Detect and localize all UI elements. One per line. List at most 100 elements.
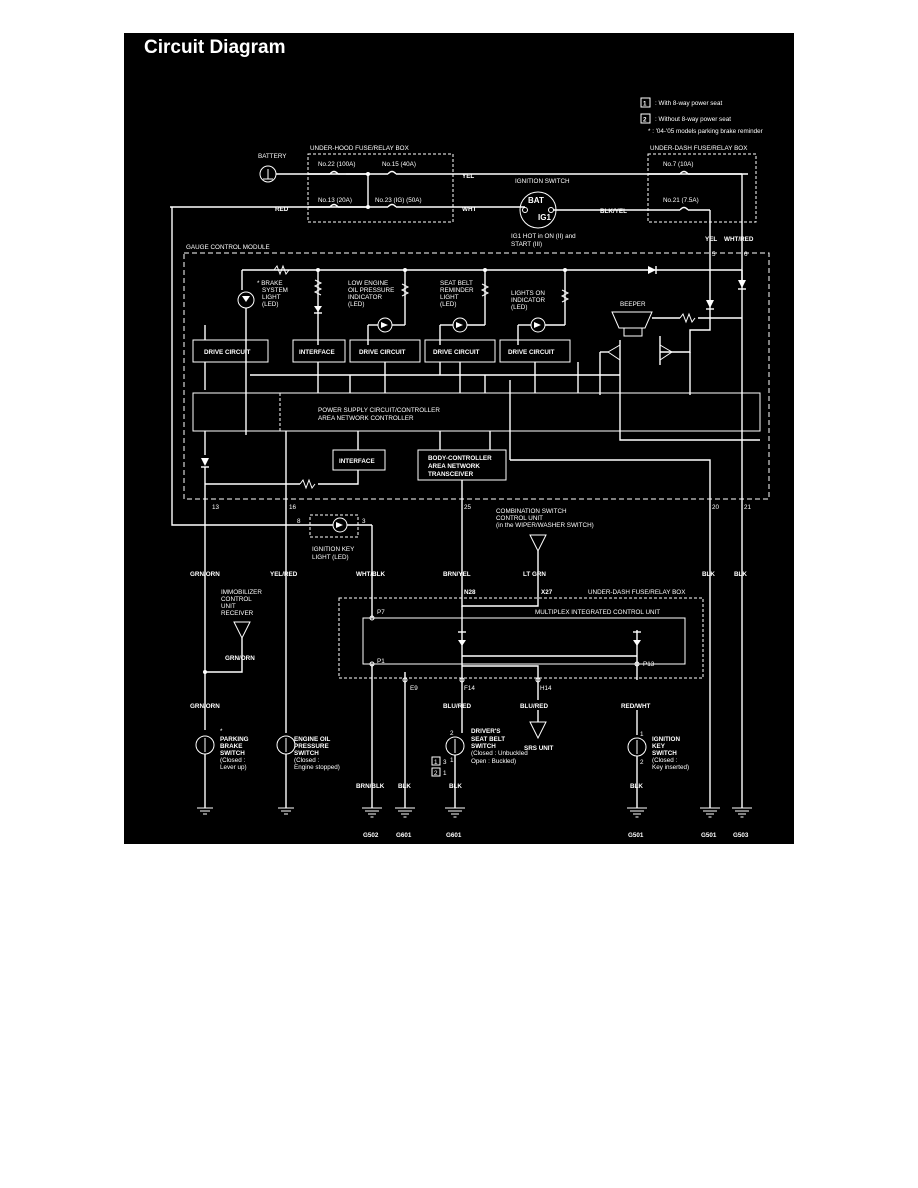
body-controller-line-3: TRANSCEIVER (428, 471, 474, 478)
ignition-key-light: 8 3 IGNITION KEY LIGHT (LED) (297, 514, 373, 600)
drive-circuit-4-label: DRIVE CIRCUIT (508, 349, 555, 356)
seat-pin-2: 2 (450, 730, 454, 737)
parking-brake-switch: * PARKING BRAKE SWITCH (Closed : Lever u… (195, 728, 249, 808)
page-title: Circuit Diagram (144, 37, 286, 58)
fuse-15-label: No.15 (40A) (382, 161, 416, 168)
wire-blk-5: BLK (630, 783, 643, 790)
ig1-hot-note-1: IG1 HOT in ON (II) and (511, 233, 576, 240)
engine-oil-switch: ENGINE OIL PRESSURE SWITCH (Closed : Eng… (276, 735, 340, 808)
oil-indicator-line-1: LOW ENGINE (348, 280, 388, 287)
ignition-key-light-line-2: LIGHT (LED) (312, 554, 349, 561)
pin-P1: P1 (377, 658, 385, 665)
parking-brake-line-1: * (220, 728, 223, 735)
lights-on-line-3: (LED) (511, 304, 527, 311)
ground-symbol: G601 (395, 807, 415, 839)
oil-switch-line-1: ENGINE OIL (294, 736, 331, 743)
under-hood-box-label: UNDER-HOOD FUSE/RELAY BOX (310, 145, 410, 152)
legend-box-1: 1 (643, 101, 647, 108)
seatbelt-light-line-1: SEAT BELT (440, 280, 473, 287)
pin-20: 20 (712, 504, 720, 511)
oil-switch-line-2: PRESSURE (294, 743, 329, 750)
body-controller-line-2: AREA NETWORK (428, 463, 480, 470)
seat-pin-1: 1 (450, 757, 454, 764)
seatbelt-light-line-3: LIGHT (440, 294, 459, 301)
pin-13: 13 (212, 504, 220, 511)
pin-5: 5 (712, 251, 716, 258)
oil-indicator-line-4: (LED) (348, 301, 364, 308)
wire-red-label: RED (275, 206, 289, 213)
brake-light-line-1: * BRAKE (257, 280, 283, 287)
oil-indicator-line-3: INDICATOR (348, 294, 383, 301)
wire-yel2-label: YEL (705, 236, 717, 243)
parking-brake-line-3: BRAKE (220, 743, 242, 750)
ground-symbol: G501 (627, 807, 647, 839)
bat-label: BAT (528, 196, 544, 205)
key-pin-1: 1 (640, 731, 644, 738)
ignition-key-switch-line-4: (Closed : (652, 757, 677, 764)
driver-seatbelt-line-1: DRIVER'S (471, 728, 501, 735)
driver-seatbelt-line-5: Open : Buckled) (471, 758, 516, 765)
ig1-label: IG1 (538, 213, 551, 222)
parking-brake-line-6: Lever up) (220, 764, 247, 771)
driver-seatbelt-line-3: SWITCH (471, 743, 496, 750)
under-hood-fuse-box: UNDER-HOOD FUSE/RELAY BOX No.22 (100A) N… (307, 145, 454, 223)
wire-grn-orn-3: GRN/ORN (190, 703, 220, 710)
ground-symbol: G601 (445, 807, 465, 839)
drive-circuit-2-label: DRIVE CIRCUIT (359, 349, 406, 356)
brake-light-line-4: (LED) (262, 301, 278, 308)
legend-item-2: : Without 8-way power seat (655, 116, 731, 123)
wire-grn-orn-1: GRN/ORN (190, 571, 220, 578)
ground-label: G601 (446, 832, 462, 839)
wire-red-wht: RED/WHT (621, 703, 651, 710)
wire-wht-label: WHT (462, 206, 476, 213)
wire-wht-blk: WHT/BLK (356, 571, 385, 578)
ground-wire-labels: BRN/BLK BLK BLK BLK (356, 783, 643, 790)
fuse-23-label: No.23 (IG) (50A) (375, 197, 422, 204)
drive-circuit-1-label: DRIVE CIRCUIT (204, 349, 251, 356)
wire-grn-orn-2: GRN/ORN (225, 655, 255, 662)
immobilizer-line-1: IMMOBILIZER (221, 589, 262, 596)
battery: BATTERY (258, 153, 287, 183)
battery-label: BATTERY (258, 153, 287, 160)
wire-wht-red-label: WHT/RED (724, 236, 754, 243)
driver-seatbelt-switch: BLU/RED 2 1 DRIVER'S SEAT BELT SWITCH (C… (431, 703, 528, 808)
pin-25: 25 (464, 504, 472, 511)
ignition-key-switch-line-5: Key inserted) (652, 764, 689, 771)
pin-n28: N28 (464, 589, 476, 596)
seat-variant-box-2: 2 (434, 770, 438, 777)
under-dash-fuse-box-top: UNDER-DASH FUSE/RELAY BOX No.7 (10A) No.… (647, 145, 757, 300)
diagram-panel: Circuit Diagram (124, 33, 794, 844)
brake-light-line-2: SYSTEM (262, 287, 288, 294)
combination-switch-line-3: (in the WIPER/WASHER SWITCH) (496, 522, 594, 529)
ignition-key-switch: RED/WHT 1 2 IGNITION KEY SWITCH (Closed … (621, 703, 689, 808)
micu-label: MULTIPLEX INTEGRATED CONTROL UNIT (535, 609, 660, 616)
wire-blk-2: BLK (734, 571, 747, 578)
combination-switch-line-1: COMBINATION SWITCH (496, 508, 567, 515)
wire-blk-3: BLK (398, 783, 411, 790)
srs-unit: BLU/RED SRS UNIT (520, 703, 554, 752)
ground-symbol: G503 (732, 807, 752, 839)
combination-switch-line-2: CONTROL UNIT (496, 515, 543, 522)
parking-brake-line-5: (Closed : (220, 757, 245, 764)
seat-variant-box-1: 1 (434, 759, 438, 766)
ground-symbol: G501 (700, 807, 720, 839)
legend-item-1: : With 8-way power seat (655, 100, 722, 107)
wire-blu-red-2: BLU/RED (520, 703, 548, 710)
wire-blk-4: BLK (449, 783, 462, 790)
pin-P13: P13 (643, 661, 655, 668)
wire-brn-blk: BRN/BLK (356, 783, 385, 790)
wire-blk-1: BLK (702, 571, 715, 578)
lights-on-line-2: INDICATOR (511, 297, 546, 304)
under-dash-box-top-label: UNDER-DASH FUSE/RELAY BOX (650, 145, 748, 152)
wire-brn-yel: BRN/YEL (443, 571, 471, 578)
power-supply-line-1: POWER SUPPLY CIRCUIT/CONTROLLER (318, 407, 440, 414)
pin-e9: E9 (410, 685, 418, 692)
pin-P7: P7 (377, 609, 385, 616)
wire-yel-label: YEL (462, 173, 474, 180)
ground-label: G501 (701, 832, 717, 839)
driver-seatbelt-line-4: (Closed : Unbuckled (471, 750, 528, 757)
legend: 1 : With 8-way power seat 2 : Without 8-… (640, 97, 763, 135)
immobilizer-line-2: CONTROL (221, 596, 252, 603)
